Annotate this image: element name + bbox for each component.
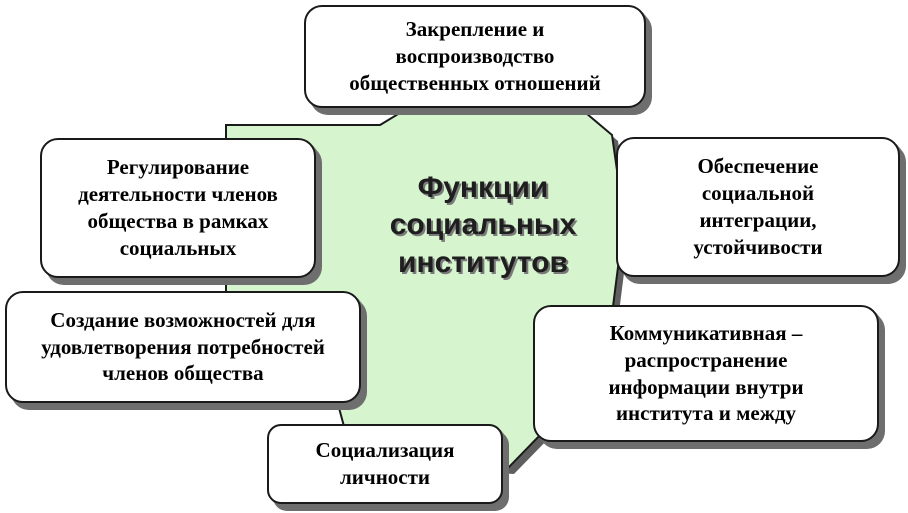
box-reproduction-line-1: Закрепление и — [405, 17, 545, 42]
box-integration-text: Обеспечение социальной интеграции, устой… — [693, 153, 822, 261]
box-regulation-text: Регулирование деятельности членов общест… — [78, 154, 278, 262]
box-regulation-line-1: Регулирование — [106, 155, 250, 180]
box-regulation-line-2: деятельности членов — [78, 182, 278, 207]
box-communication-line-3: информации внутри — [608, 374, 804, 399]
box-needs-line-3: членов общества — [102, 361, 264, 386]
box-regulation-line-3: общества в рамках — [87, 209, 269, 233]
box-needs-line-2: удовлетворения потребностей — [41, 334, 325, 359]
box-communication-line-4: института и между — [615, 401, 797, 426]
box-reproduction: Закрепление и воспроизводство общественн… — [304, 5, 646, 108]
box-integration-line-4: устойчивости — [693, 234, 823, 259]
box-needs-line-1: Создание возможностей для — [50, 307, 316, 332]
box-integration: Обеспечение социальной интеграции, устой… — [616, 137, 900, 277]
box-reproduction-line-3: общественных отношений — [349, 70, 601, 95]
box-needs-text: Создание возможностей для удовлетворения… — [41, 307, 325, 388]
box-socialization-line-1: Социализация — [315, 438, 455, 463]
box-communication: Коммуникативная – распространение информ… — [533, 305, 879, 442]
box-integration-line-1: Обеспечение — [697, 154, 819, 179]
box-socialization-text: Социализация личности — [316, 437, 455, 491]
box-regulation: Регулирование деятельности членов общест… — [40, 138, 316, 278]
diagram-title: Функции социальных институтов — [352, 160, 614, 290]
title-line-1: Функции — [417, 170, 549, 204]
box-regulation-line-4: социальных — [119, 235, 237, 260]
box-integration-line-3: интеграции, — [699, 208, 817, 232]
box-needs: Создание возможностей для удовлетворения… — [5, 291, 361, 403]
box-socialization-line-2: личности — [339, 465, 431, 489]
box-integration-line-2: социальной — [701, 181, 815, 206]
title-line-3: институтов — [398, 245, 568, 279]
box-reproduction-text: Закрепление и воспроизводство общественн… — [349, 16, 600, 97]
box-communication-text: Коммуникативная – распространение информ… — [608, 320, 803, 428]
title-line-2: социальных — [389, 208, 577, 242]
box-socialization: Социализация личности — [267, 424, 503, 504]
box-reproduction-line-2: воспроизводство — [395, 44, 555, 69]
box-communication-line-2: распространение — [624, 347, 788, 372]
box-communication-line-1: Коммуникативная – — [609, 320, 803, 345]
